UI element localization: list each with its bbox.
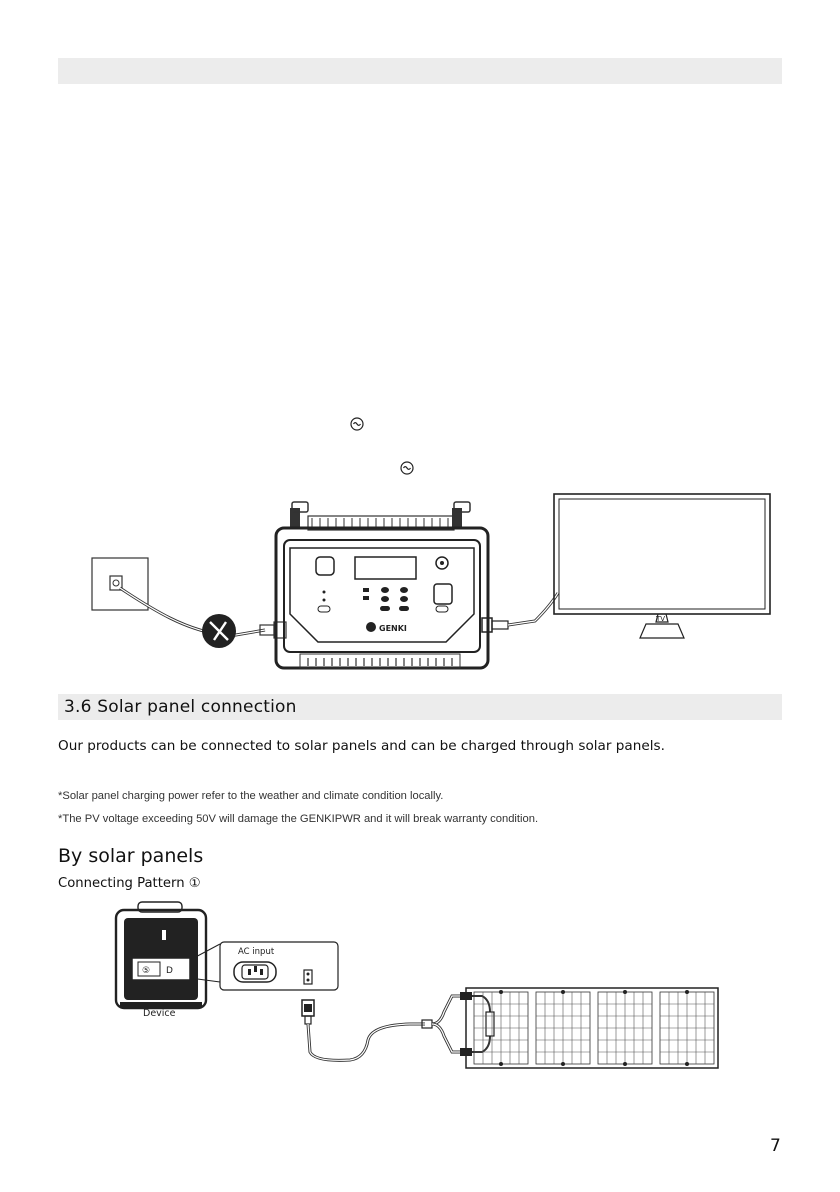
top-header-bar — [58, 58, 782, 84]
solar-connection-diagram: ⑤ D Device AC input — [114, 901, 719, 1069]
subsection-heading: By solar panels — [58, 845, 204, 867]
ac-input-label: AC input — [238, 947, 275, 957]
note-weather: *Solar panel charging power refer to the… — [58, 790, 444, 802]
brand-logo: GENKI — [379, 624, 407, 633]
svg-text:⑤: ⑤ — [142, 966, 150, 976]
ac-wave-icon — [400, 461, 414, 475]
wall-outlet-icon — [91, 557, 149, 611]
device-label: Device — [143, 1008, 176, 1019]
solar-panels — [465, 987, 719, 1069]
ac-wave-icon — [350, 417, 364, 431]
tv-label: TV — [655, 615, 665, 623]
page-number: 7 — [770, 1136, 781, 1156]
svg-text:D: D — [166, 966, 173, 976]
note-pv-voltage: *The PV voltage exceeding 50V will damag… — [58, 813, 539, 825]
power-station-device: GENKI — [274, 501, 490, 670]
ac-output-diagram: GENKI TV — [91, 493, 771, 670]
tv-device: TV — [553, 493, 771, 639]
intro-paragraph: Our products can be connected to solar p… — [58, 738, 665, 754]
no-charge-icon — [202, 614, 236, 648]
connecting-pattern-label: Connecting Pattern ① — [58, 876, 201, 891]
section-title: 3.6 Solar panel connection — [64, 697, 297, 717]
section-header-bar — [58, 694, 782, 720]
device-unit: ⑤ D — [114, 901, 208, 1010]
